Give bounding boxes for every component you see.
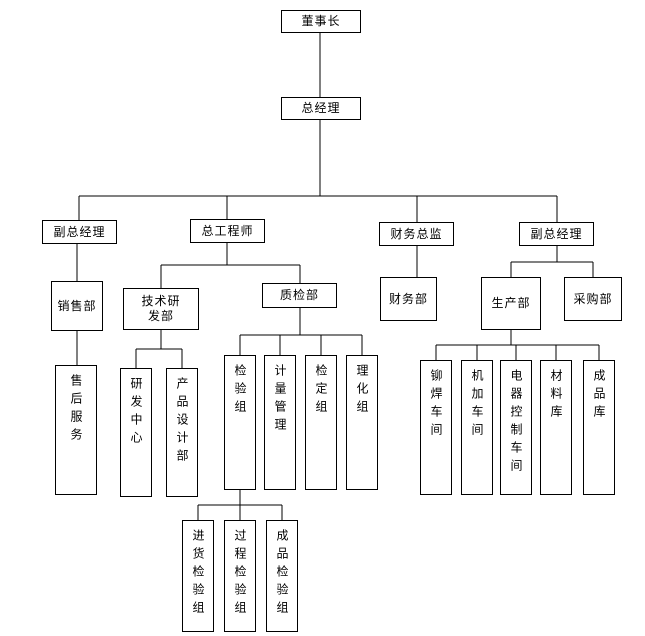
node-process-inspection-group: 过程检验组 (224, 520, 256, 632)
node-riveting-welding-workshop: 铆焊车间 (420, 360, 452, 495)
node-inspection-group: 检验组 (224, 355, 256, 490)
node-machining-workshop: 机加车间 (461, 360, 493, 495)
node-chairman: 董事长 (281, 10, 361, 33)
node-metrology-mgmt: 计量管理 (264, 355, 296, 490)
node-finished-goods-warehouse: 成品库 (583, 360, 615, 495)
node-general-manager: 总经理 (281, 97, 361, 120)
node-deputy-gm-left: 副总经理 (42, 220, 117, 244)
node-finance-dept: 财务部 (380, 277, 437, 321)
node-sales-dept: 销售部 (51, 281, 103, 331)
node-rd-center: 研发中心 (120, 368, 152, 497)
node-physchem-group: 理化组 (346, 355, 378, 490)
node-incoming-inspection-group: 进货检验组 (182, 520, 214, 632)
node-product-design-dept: 产品设计部 (166, 368, 198, 497)
node-deputy-gm-right: 副总经理 (519, 222, 594, 246)
node-finished-inspection-group: 成品检验组 (266, 520, 298, 632)
node-after-sales-service: 售后服务 (55, 365, 97, 495)
node-material-warehouse: 材料库 (540, 360, 572, 495)
node-finance-director: 财务总监 (379, 222, 454, 246)
node-verification-group: 检定组 (305, 355, 337, 490)
node-qc-dept: 质检部 (262, 283, 337, 308)
node-chief-engineer: 总工程师 (190, 219, 265, 243)
node-production-dept: 生产部 (481, 277, 541, 330)
node-tech-rd-dept: 技术研 发部 (123, 288, 199, 330)
node-electrical-control-workshop: 电器控制车间 (500, 360, 532, 495)
node-purchasing-dept: 采购部 (564, 277, 622, 321)
